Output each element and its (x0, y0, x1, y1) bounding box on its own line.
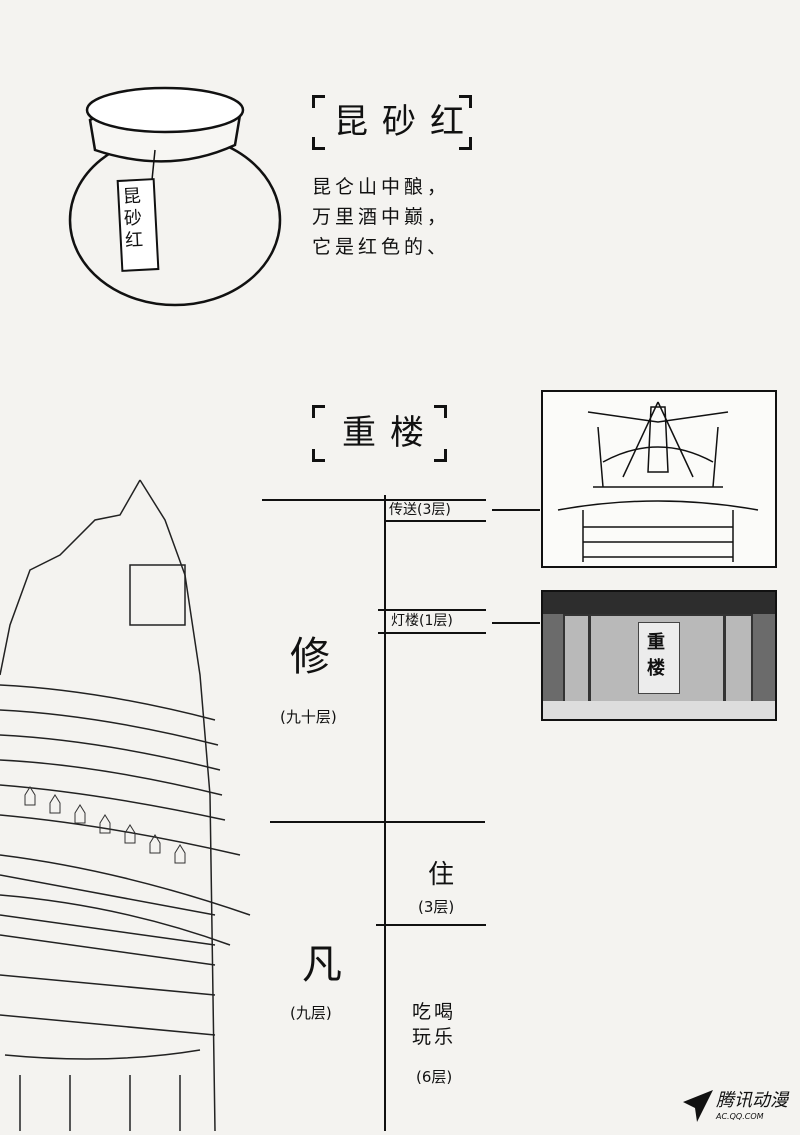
wine-title-box: 昆砂红 (312, 95, 472, 150)
watermark: 腾讯动漫 AC.QQ.COM (683, 1090, 788, 1122)
upper-section-name: 修 (290, 634, 330, 680)
tower-title-box: 重楼 (312, 405, 447, 462)
poem-line: 昆仑山中酿， (312, 176, 451, 198)
lantern-floor-label: 灯楼(1层) (391, 613, 453, 629)
entertainment-floors: (6层) (416, 1068, 453, 1086)
poem-line: 它是红色的、 (312, 236, 451, 258)
teleport-floor-panel (541, 390, 777, 568)
watermark-url: AC.QQ.COM (716, 1112, 764, 1121)
wine-title: 昆砂红 (334, 102, 478, 142)
lantern-floor-panel: 重楼 (541, 590, 777, 721)
lantern-sign-text: 重楼 (647, 632, 665, 679)
divider-line (384, 520, 486, 522)
poem-line: 万里酒中巅， (312, 206, 451, 228)
divider-line (384, 499, 486, 501)
vertical-divider (384, 495, 386, 1131)
wine-jar-illustration (60, 80, 290, 314)
wine-poem: 昆仑山中酿， 万里酒中巅， 它是红色的、 (312, 172, 450, 262)
paper-plane-logo-icon (683, 1090, 713, 1122)
divider-line (378, 632, 486, 634)
lower-section-floors: (九层) (290, 1004, 332, 1022)
lower-section-name: 凡 (302, 942, 342, 988)
living-label: 住 (428, 860, 455, 890)
tower-illustration (0, 475, 260, 1135)
teleport-floor-label: 传送(3层) (389, 502, 451, 518)
upper-section-floors: (九十层) (280, 708, 337, 726)
connector-line (492, 509, 540, 511)
divider-line (376, 924, 486, 926)
living-floors: (3层) (418, 898, 455, 916)
divider-line (378, 609, 486, 611)
jar-label-text: 昆砂红 (122, 185, 144, 252)
watermark-brand: 腾讯动漫 (716, 1090, 788, 1111)
divider-line (262, 499, 385, 501)
divider-line (270, 821, 485, 823)
entertainment-label: 吃喝玩乐 (412, 1001, 457, 1048)
tower-title: 重楼 (342, 413, 438, 453)
connector-line (492, 622, 540, 624)
